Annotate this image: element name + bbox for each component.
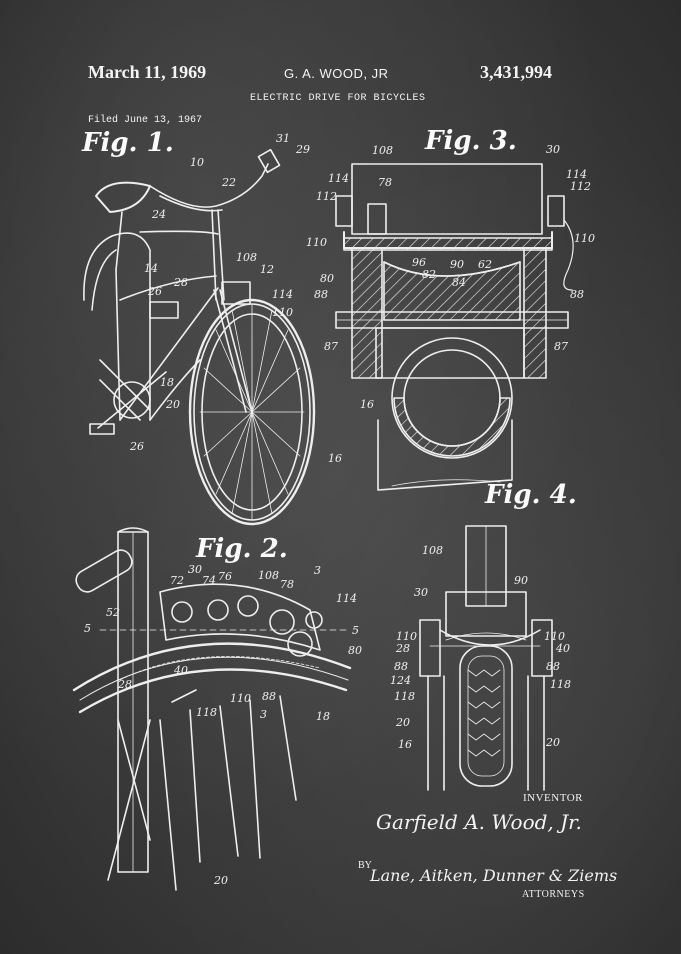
ref-numeral: 110 <box>574 232 595 245</box>
ref-numeral: 114 <box>328 172 349 185</box>
ref-numeral: 20 <box>546 736 560 749</box>
ref-numeral: 84 <box>452 276 466 289</box>
ref-numeral: 30 <box>546 143 560 156</box>
ref-numeral: 87 <box>554 340 568 353</box>
ref-numeral: 18 <box>160 376 174 389</box>
figure-2-label: Fig. 2. <box>196 534 288 564</box>
ref-numeral: 20 <box>214 874 228 887</box>
ref-numeral: 74 <box>202 574 216 587</box>
ref-numeral: 30 <box>414 586 428 599</box>
ref-numeral: 12 <box>260 263 274 276</box>
ref-numeral: 90 <box>450 258 464 271</box>
ref-numeral: 3 <box>314 564 321 577</box>
ref-numeral: 26 <box>148 285 162 298</box>
ref-numeral: 90 <box>514 574 528 587</box>
ref-numeral: 114 <box>272 288 293 301</box>
ref-numeral: 14 <box>144 262 158 275</box>
ref-numeral: 40 <box>174 664 188 677</box>
ref-numeral: 110 <box>544 630 565 643</box>
ref-numeral: 5 <box>84 622 91 635</box>
inventor-signature: Garfield A. Wood, Jr. <box>376 810 582 834</box>
ref-numeral: 29 <box>296 143 310 156</box>
ref-numeral: 31 <box>276 132 290 145</box>
ref-numeral: 118 <box>550 678 571 691</box>
ref-numeral: 118 <box>196 706 217 719</box>
ref-numeral: 118 <box>394 690 415 703</box>
ref-numeral: 76 <box>218 570 232 583</box>
patent-number: 3,431,994 <box>480 62 552 82</box>
ref-numeral: 108 <box>258 569 279 582</box>
ref-numeral: 40 <box>556 642 570 655</box>
ref-numeral: 78 <box>280 578 294 591</box>
ref-numeral: 87 <box>324 340 338 353</box>
figure-1-label: Fig. 1. <box>82 128 174 158</box>
ref-numeral: 82 <box>422 268 436 281</box>
ref-numeral: 26 <box>130 440 144 453</box>
ref-numeral: 108 <box>236 251 257 264</box>
patent-date: March 11, 1969 <box>88 62 207 82</box>
ref-numeral: 88 <box>314 288 328 301</box>
ref-numeral: 30 <box>188 563 202 576</box>
ref-numeral: 28 <box>174 276 188 289</box>
ref-numeral: 10 <box>190 156 204 169</box>
ref-numeral: 88 <box>570 288 584 301</box>
ref-numeral: 114 <box>566 168 587 181</box>
ref-numeral: 20 <box>166 398 180 411</box>
ref-numeral: 108 <box>372 144 393 157</box>
ref-numeral: 3 <box>260 708 267 721</box>
ref-numeral: 24 <box>152 208 166 221</box>
ref-numeral: 124 <box>390 674 411 687</box>
ref-numeral: 96 <box>412 256 426 269</box>
ref-numeral: 114 <box>336 592 357 605</box>
ref-numeral: 80 <box>320 272 334 285</box>
ref-numeral: 80 <box>348 644 362 657</box>
ref-numeral: 28 <box>118 678 132 691</box>
by-label: BY <box>358 860 372 871</box>
figure-3-label: Fig. 3. <box>425 126 517 156</box>
ref-numeral: 78 <box>378 176 392 189</box>
ref-numeral: 110 <box>272 306 293 319</box>
ref-numeral: 110 <box>396 630 417 643</box>
ref-numeral: 88 <box>546 660 560 673</box>
ref-numeral: 72 <box>170 574 184 587</box>
ref-numeral: 88 <box>262 690 276 703</box>
ref-numeral: 20 <box>396 716 410 729</box>
ref-numeral: 110 <box>230 692 251 705</box>
attorneys-signature: Lane, Aitken, Dunner & Ziems <box>370 866 618 885</box>
inventor-name: G. A. WOOD, JR <box>284 66 389 81</box>
ref-numeral: 88 <box>394 660 408 673</box>
ref-numeral: 5 <box>352 624 359 637</box>
ref-numeral: 108 <box>422 544 443 557</box>
ref-numeral: 22 <box>222 176 236 189</box>
attorneys-label: ATTORNEYS <box>522 889 585 900</box>
ref-numeral: 112 <box>570 180 591 193</box>
filed-date: Filed June 13, 1967 <box>88 115 203 126</box>
figure-4-label: Fig. 4. <box>485 480 577 510</box>
ref-numeral: 28 <box>396 642 410 655</box>
ref-numeral: 62 <box>478 258 492 271</box>
ref-numeral: 16 <box>328 452 342 465</box>
ref-numeral: 18 <box>316 710 330 723</box>
ref-numeral: 52 <box>106 606 120 619</box>
ref-numeral: 112 <box>316 190 337 203</box>
ref-numeral: 16 <box>398 738 412 751</box>
inventor-label: INVENTOR <box>523 792 584 804</box>
patent-title: ELECTRIC DRIVE FOR BICYCLES <box>250 93 426 104</box>
ref-numeral: 110 <box>306 236 327 249</box>
ref-numeral: 16 <box>360 398 374 411</box>
